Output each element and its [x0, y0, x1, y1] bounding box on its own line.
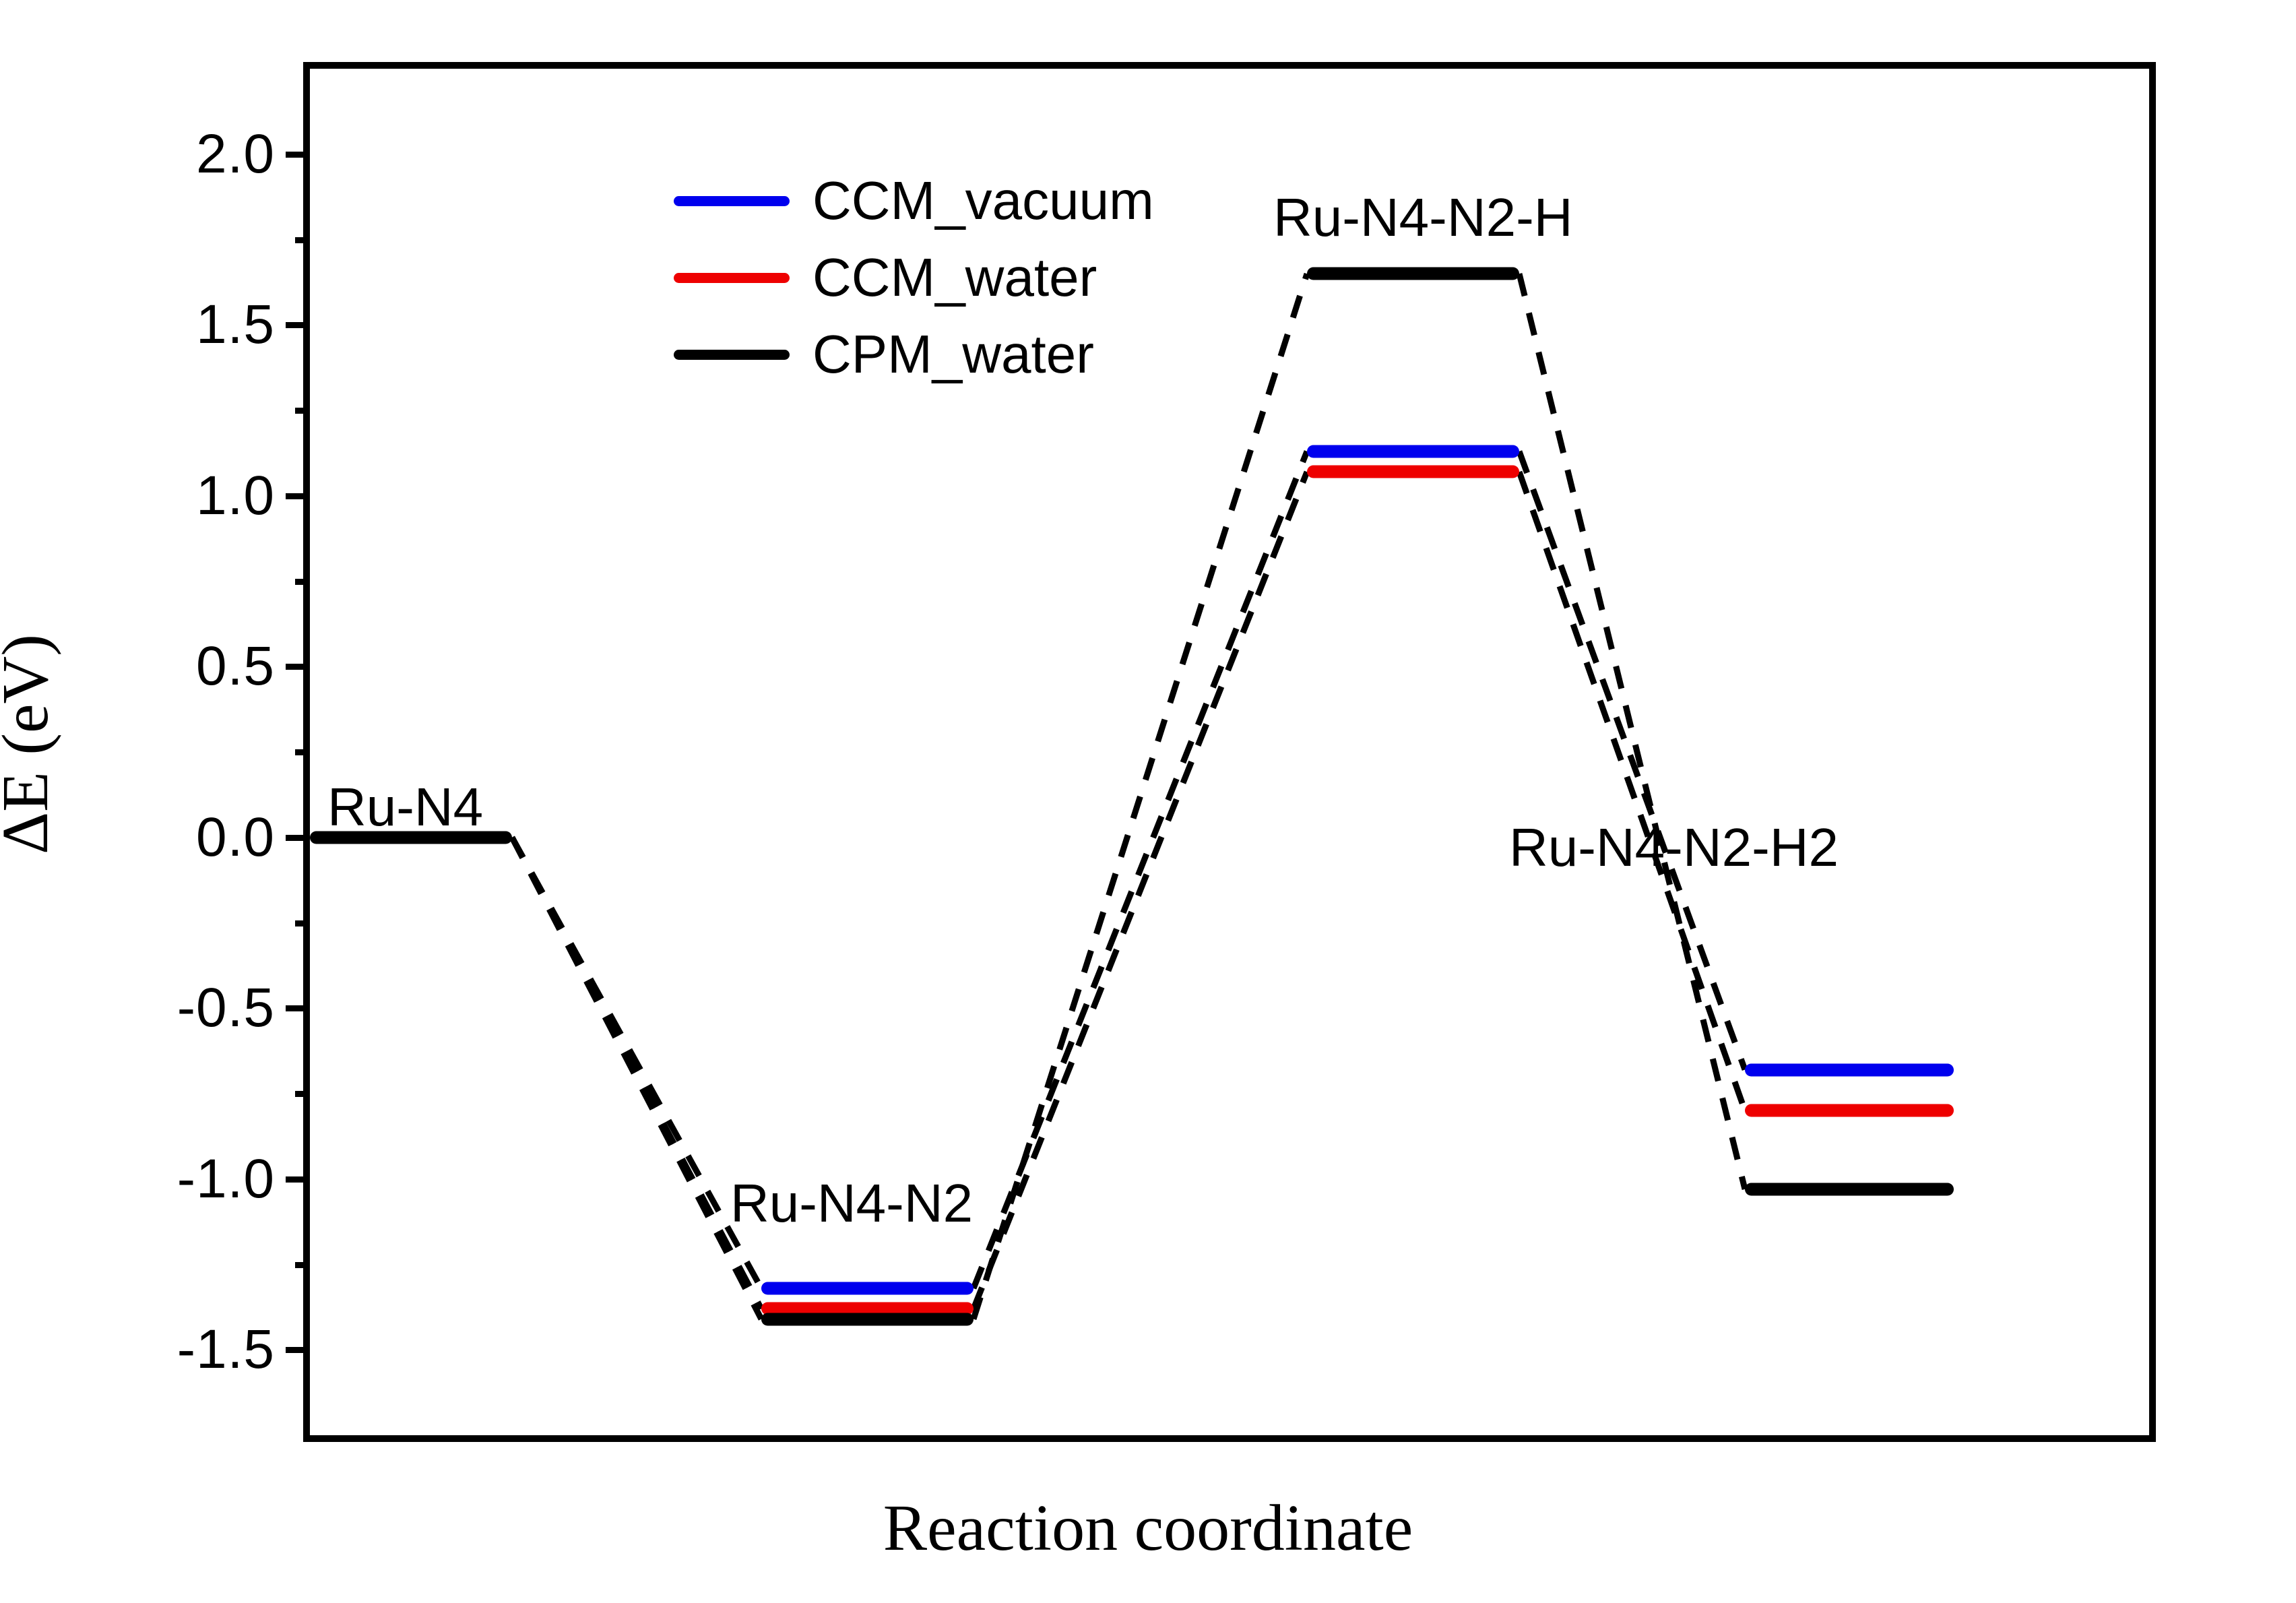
connector-ccm-vacuum-0	[509, 836, 764, 1290]
legend-swatch-ccm-water	[674, 272, 790, 283]
energy-level-ccm-water-state3	[1745, 1104, 1954, 1117]
y-tick-label: 0.0	[196, 806, 275, 868]
y-tick-major	[286, 1005, 310, 1012]
y-tick-minor	[295, 408, 310, 414]
state-label-ru-n4: Ru-N4	[327, 777, 484, 837]
y-tick-label: 0.5	[196, 635, 275, 697]
y-tick-major	[286, 322, 310, 329]
y-tick-minor	[295, 237, 310, 243]
y-tick-minor	[295, 1261, 310, 1268]
state-label-ru-n4-n2-h: Ru-N4-N2-H	[1273, 187, 1573, 247]
energy-level-ccm-vacuum-state3	[1745, 1063, 1954, 1076]
energy-level-ccm-water-state2	[1307, 465, 1519, 478]
connector-cpm-water-1	[970, 272, 1310, 1320]
legend-item-ccm-water[interactable]: CCM_water	[674, 247, 1154, 309]
connector-lines	[509, 272, 1748, 1321]
energy-level-cpm-water-state2	[1307, 267, 1519, 280]
connector-ccm-water-0	[509, 836, 764, 1311]
state-label-ru-n4-n2: Ru-N4-N2	[730, 1173, 974, 1233]
legend-item-ccm-vacuum[interactable]: CCM_vacuum	[674, 170, 1154, 232]
y-tick-minor	[295, 578, 310, 585]
energy-level-ccm-vacuum-state1	[761, 1282, 974, 1295]
y-tick-label: -0.5	[177, 977, 275, 1039]
y-tick-label: 2.0	[196, 123, 275, 185]
y-tick-minor	[295, 1091, 310, 1097]
legend-item-cpm-water[interactable]: CPM_water	[674, 323, 1154, 385]
connector-ccm-vacuum-2	[1516, 450, 1748, 1071]
x-axis-title: Reaction coordinate	[883, 1492, 1413, 1565]
legend-label-ccm-water: CCM_water	[812, 247, 1097, 307]
plot-frame: 2.0 1.5 1.0 0.5 0.0 -0.5 -1.0 -1.5 CCM_vacuum C…	[177, 62, 2156, 1442]
y-tick-major	[286, 151, 310, 158]
y-axis-title: ΔE (eV)	[0, 634, 62, 854]
y-tick-label: 1.0	[196, 464, 275, 526]
legend-label-cpm-water: CPM_water	[812, 324, 1094, 384]
energy-level-cpm-water-state3	[1745, 1183, 1954, 1196]
state-label-ru-n4-n2-h2: Ru-N4-N2-H2	[1509, 817, 1839, 877]
legend: CCM_vacuum CCM_water CPM_water	[674, 170, 1154, 385]
energy-level-cpm-water-state1	[761, 1313, 974, 1326]
y-tick-major	[286, 1347, 310, 1354]
connector-ccm-water-1	[970, 470, 1310, 1311]
y-tick-label: -1.5	[177, 1319, 275, 1381]
legend-swatch-cpm-water	[674, 349, 790, 360]
y-tick-major	[286, 664, 310, 670]
y-tick-major	[286, 493, 310, 499]
connector-ccm-vacuum-1	[970, 450, 1310, 1290]
energy-level-cpm-water-state0	[310, 831, 512, 844]
y-tick-major	[286, 834, 310, 841]
energy-level-ccm-vacuum-state2	[1307, 445, 1519, 458]
connector-cpm-water-0	[509, 836, 764, 1321]
energy-level-ccm-water-state1	[761, 1302, 974, 1315]
connector-cpm-water-2	[1516, 273, 1748, 1191]
connector-ccm-water-2	[1516, 470, 1748, 1112]
legend-label-ccm-vacuum: CCM_vacuum	[812, 170, 1154, 230]
y-tick-minor	[295, 749, 310, 755]
y-tick-minor	[295, 920, 310, 926]
y-tick-major	[286, 1176, 310, 1183]
y-tick-label: -1.0	[177, 1148, 275, 1209]
legend-swatch-ccm-vacuum	[674, 195, 790, 206]
y-tick-label: 1.5	[196, 294, 275, 356]
